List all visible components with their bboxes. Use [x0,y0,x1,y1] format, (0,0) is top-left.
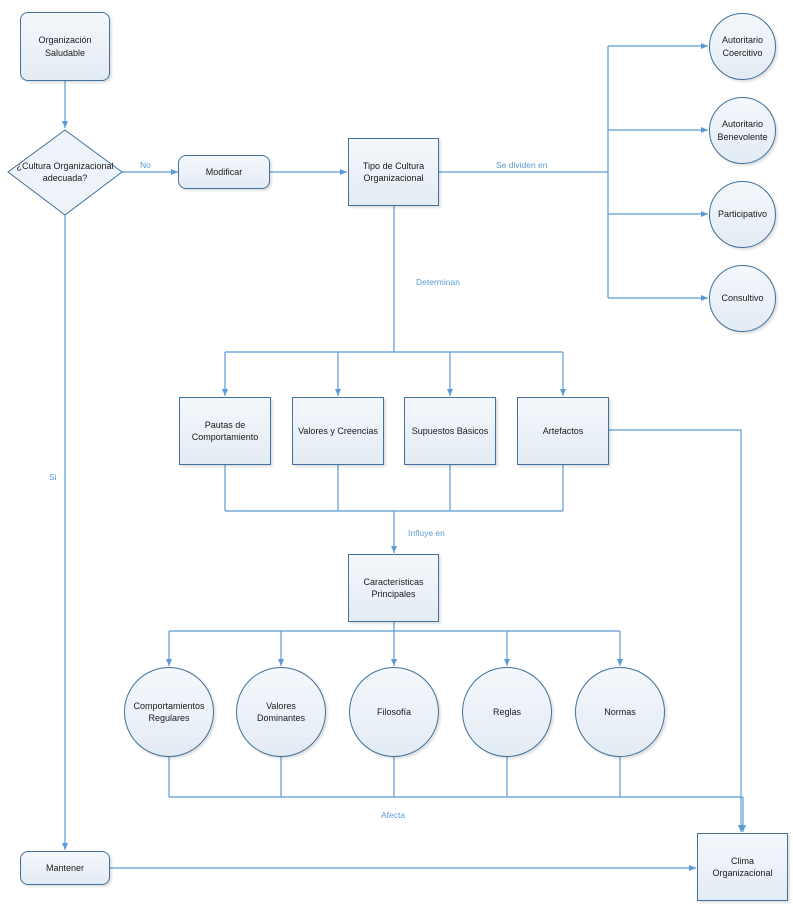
node-organizacion-saludable[interactable]: Organización Saludable [20,12,110,81]
node-reglas[interactable]: Reglas [462,667,552,757]
node-pautas-comportamiento[interactable]: Pautas de Comportamiento [179,397,271,465]
edge-label-determinan: Determinan [416,277,460,287]
node-modificar[interactable]: Modificar [178,155,270,189]
node-mantener[interactable]: Mantener [20,851,110,885]
node-tipo-cultura[interactable]: Tipo de Cultura Organizacional [348,138,439,206]
decision-diamond[interactable] [7,129,123,216]
node-valores-creencias[interactable]: Valores y Creencias [292,397,384,465]
node-normas[interactable]: Normas [575,667,665,757]
node-comportamientos-regulares[interactable]: Comportamientos Regulares [124,667,214,757]
node-participativo[interactable]: Participativo [709,181,776,248]
node-valores-dominantes[interactable]: Valores Dominantes [236,667,326,757]
node-artefactos[interactable]: Artefactos [517,397,609,465]
node-autoritario-coercitivo[interactable]: Autoritario Coercitivo [709,13,776,80]
edge-label-no: No [140,160,151,170]
edge-label-se-dividen: Se dividen en [496,160,548,170]
node-filosofia[interactable]: Filosofía [349,667,439,757]
edge-label-afecta: Afecta [381,810,406,820]
node-clima-organizacional[interactable]: Clima Organizacional [697,833,788,901]
edge-label-si: Si [49,472,57,482]
node-consultivo[interactable]: Consultivo [709,265,776,332]
decision-label: ¿Cultura Organizacional adecuada? [16,160,114,183]
node-caracteristicas-principales[interactable]: Características Principales [348,554,439,622]
edge-label-influye: Influye en [408,528,445,538]
node-supuestos-basicos[interactable]: Supuestos Básicos [404,397,496,465]
edge-artefactos-to-clima [609,429,744,832]
node-autoritario-benevolente[interactable]: Autoritario Benevolente [709,97,776,164]
